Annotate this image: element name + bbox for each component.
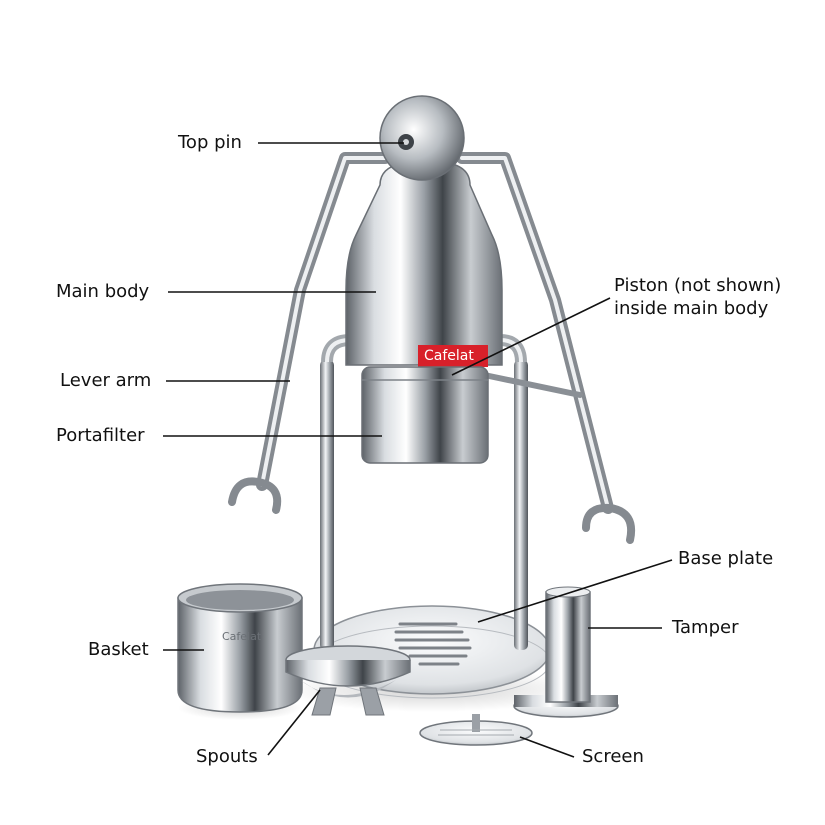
label-base-plate: Base plate bbox=[678, 548, 774, 569]
frame-rods bbox=[320, 334, 528, 650]
basket bbox=[177, 583, 303, 720]
leader-lines bbox=[163, 142, 673, 758]
leader-piston bbox=[451, 297, 611, 376]
body-logo-text: Cafelat bbox=[424, 348, 474, 364]
label-top-pin: Top pin bbox=[178, 132, 242, 153]
lever-arms bbox=[228, 152, 635, 544]
label-tamper: Tamper bbox=[672, 617, 739, 638]
body-logo-badge bbox=[418, 345, 488, 367]
label-piston-line2: inside main body bbox=[614, 298, 769, 319]
top-pin bbox=[379, 95, 465, 181]
portafilter bbox=[361, 366, 489, 464]
base-plate-grille bbox=[394, 622, 472, 666]
screen bbox=[419, 714, 533, 746]
label-lever-arm: Lever arm bbox=[60, 370, 152, 391]
label-screen: Screen bbox=[582, 746, 644, 767]
tamper bbox=[513, 586, 619, 718]
main-body bbox=[345, 161, 503, 367]
label-main-body: Main body bbox=[56, 281, 150, 302]
label-portafilter: Portafilter bbox=[56, 425, 145, 446]
basket-logo-text: Cafelat bbox=[222, 630, 262, 643]
leader-spouts bbox=[267, 689, 321, 756]
leader-screen bbox=[519, 736, 575, 758]
spouts bbox=[285, 645, 411, 716]
label-spouts: Spouts bbox=[196, 746, 258, 767]
leader-base-plate bbox=[477, 559, 673, 623]
label-piston-line1: Piston (not shown) bbox=[614, 275, 782, 296]
label-basket: Basket bbox=[88, 639, 149, 660]
